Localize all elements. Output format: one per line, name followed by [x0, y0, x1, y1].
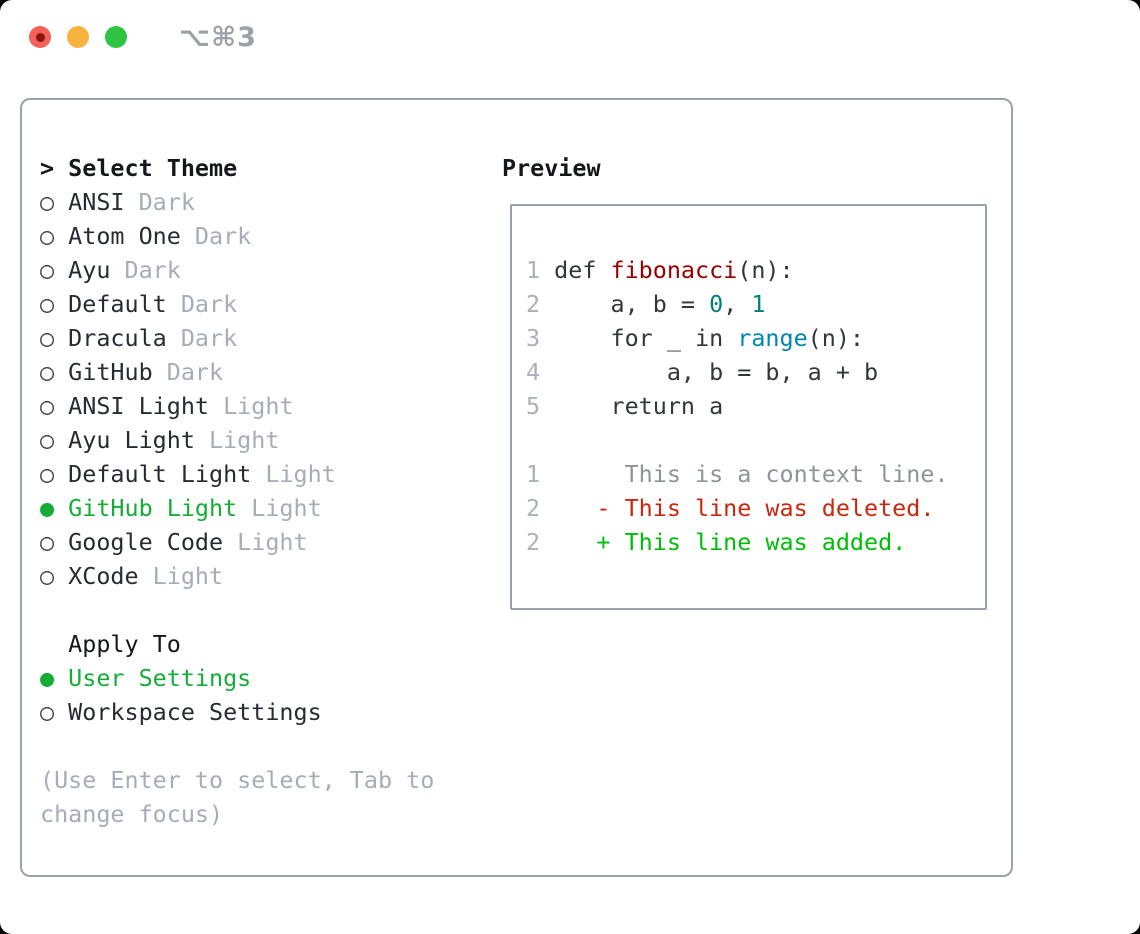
- theme-name: Ayu Light: [68, 426, 195, 454]
- zoom-button[interactable]: [105, 26, 127, 48]
- preview-line: 2 a, b = 0, 1: [526, 290, 766, 318]
- theme-name: Default Light: [68, 460, 252, 488]
- theme-name: Google Code: [68, 528, 224, 556]
- apply-option-user-settings[interactable]: ● User Settings: [40, 661, 476, 695]
- theme-name: Ayu: [68, 256, 111, 284]
- radio-unselected-icon: ○: [40, 426, 55, 454]
- theme-option-ansi-light[interactable]: ○ ANSI Light Light: [40, 389, 476, 423]
- radio-unselected-icon: ○: [40, 698, 55, 726]
- theme-option-default[interactable]: ○ Default Dark: [40, 287, 476, 321]
- window-title: ⌥⌘3: [179, 21, 257, 53]
- preview-line: 2 - This line was deleted.: [526, 494, 935, 522]
- radio-unselected-icon: ○: [40, 256, 55, 284]
- preview-blank-line: [526, 423, 985, 457]
- titlebar: ⌥⌘3: [29, 22, 257, 53]
- theme-option-github[interactable]: ○ GitHub Dark: [40, 355, 476, 389]
- apply-to-options-list: ● User Settings ○ Workspace Settings: [40, 661, 476, 729]
- theme-variant-badge: Light: [152, 562, 224, 590]
- theme-variant-badge: Light: [209, 426, 280, 454]
- select-theme-header: > Select Theme: [40, 151, 476, 185]
- select-theme-header-label: Select Theme: [68, 154, 238, 182]
- theme-variant-badge: Light: [251, 494, 322, 522]
- theme-option-ansi[interactable]: ○ ANSI Dark: [40, 185, 476, 219]
- radio-selected-icon: ●: [40, 494, 55, 522]
- theme-variant-badge: Light: [237, 528, 308, 556]
- radio-unselected-icon: ○: [40, 222, 55, 250]
- apply-option-label: User Settings: [68, 664, 252, 692]
- theme-option-default-light[interactable]: ○ Default Light Light: [40, 457, 476, 491]
- close-dot-icon: [35, 32, 45, 42]
- theme-variant-badge: Dark: [194, 222, 252, 250]
- theme-variant-badge: Dark: [180, 324, 238, 352]
- radio-unselected-icon: ○: [40, 392, 55, 420]
- preview-line: 1 This is a context line.: [526, 460, 949, 488]
- theme-name: XCode: [68, 562, 139, 590]
- radio-unselected-icon: ○: [40, 528, 55, 556]
- theme-name: Default: [68, 290, 167, 318]
- preview-line: 4 a, b = b, a + b: [526, 358, 879, 386]
- theme-variant-badge: Light: [265, 460, 336, 488]
- spacer: [40, 593, 476, 627]
- radio-unselected-icon: ○: [40, 562, 55, 590]
- apply-option-workspace-settings[interactable]: ○ Workspace Settings: [40, 695, 476, 729]
- theme-option-atom-one[interactable]: ○ Atom One Dark: [40, 219, 476, 253]
- theme-option-xcode[interactable]: ○ XCode Light: [40, 559, 476, 593]
- theme-option-github-light[interactable]: ● GitHub Light Light: [40, 491, 476, 525]
- preview-line: 1 def fibonacci(n):: [526, 256, 794, 284]
- close-button[interactable]: [29, 26, 51, 48]
- hint-text: (Use Enter to select, Tab to change focu…: [40, 766, 435, 828]
- theme-name: GitHub: [68, 358, 153, 386]
- theme-variant-badge: Dark: [124, 256, 181, 284]
- theme-option-dracula[interactable]: ○ Dracula Dark: [40, 321, 476, 355]
- radio-selected-icon: ●: [40, 664, 55, 692]
- preview-line: 3 for _ in range(n):: [526, 324, 865, 352]
- radio-unselected-icon: ○: [40, 324, 55, 352]
- theme-name: GitHub Light: [68, 494, 238, 522]
- preview-header: Preview: [502, 154, 601, 182]
- theme-name: ANSI Light: [68, 392, 209, 420]
- theme-name: ANSI: [68, 188, 125, 216]
- radio-unselected-icon: ○: [40, 188, 55, 216]
- code-preview: 1 def fibonacci(n): 2 a, b = 0, 1 3 for _ …: [512, 206, 985, 559]
- radio-unselected-icon: ○: [40, 358, 55, 386]
- prompt-icon: >: [40, 154, 55, 182]
- theme-option-ayu[interactable]: ○ Ayu Dark: [40, 253, 476, 287]
- apply-to-header: Apply To: [68, 630, 181, 658]
- preview-box: 1 def fibonacci(n): 2 a, b = 0, 1 3 for _ …: [510, 204, 987, 610]
- theme-name: Dracula: [68, 324, 167, 352]
- preview-line: 2 + This line was added.: [526, 528, 907, 556]
- theme-option-google-code[interactable]: ○ Google Code Light: [40, 525, 476, 559]
- apply-option-label: Workspace Settings: [68, 698, 322, 726]
- theme-variant-badge: Dark: [166, 358, 224, 386]
- theme-name: Atom One: [68, 222, 181, 250]
- theme-option-ayu-light[interactable]: ○ Ayu Light Light: [40, 423, 476, 457]
- radio-unselected-icon: ○: [40, 460, 55, 488]
- radio-unselected-icon: ○: [40, 290, 55, 318]
- spacer: [40, 729, 476, 763]
- theme-variant-badge: Dark: [138, 188, 195, 216]
- minimize-button[interactable]: [67, 26, 89, 48]
- preview-line: 5 return a: [526, 392, 724, 420]
- theme-variant-badge: Light: [223, 392, 294, 420]
- theme-variant-badge: Dark: [180, 290, 238, 318]
